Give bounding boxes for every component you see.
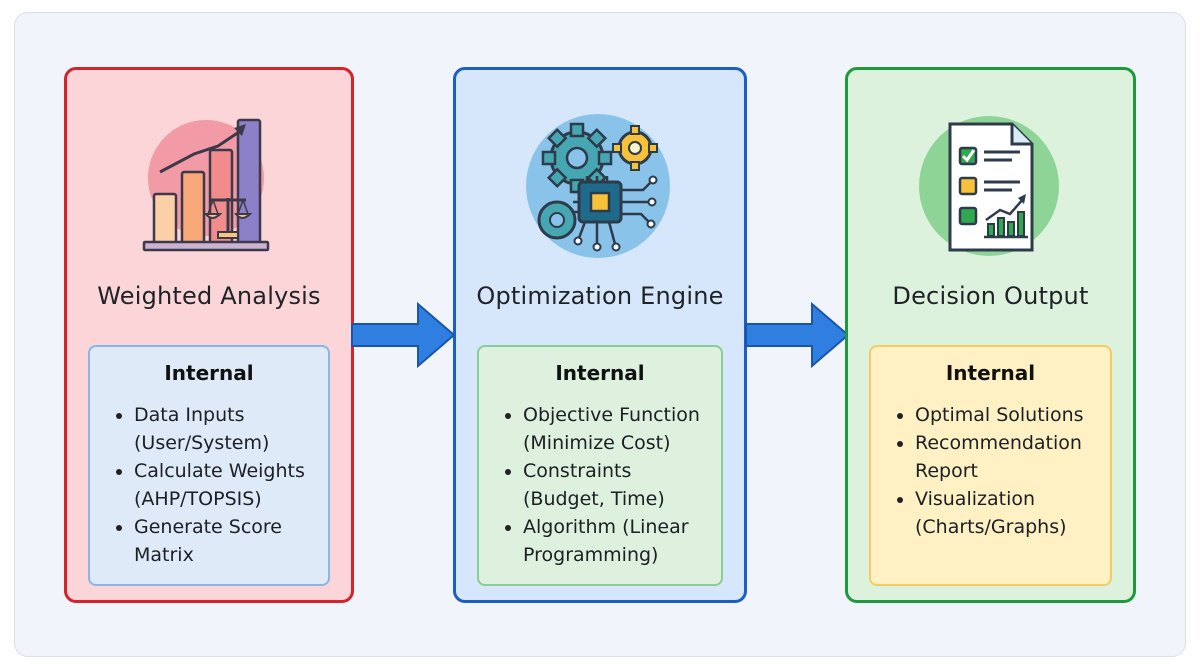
list-item: Data Inputs (User/System)	[114, 401, 310, 457]
gears-and-chip-icon	[525, 110, 675, 260]
arrow-right-icon	[745, 301, 850, 369]
internal-box: Internal Optimal Solutions Recommendatio…	[869, 345, 1112, 586]
decision-output-card: Decision Output Internal Optimal Solutio…	[845, 67, 1136, 603]
internal-box-title: Internal	[555, 361, 645, 385]
internal-box: Internal Data Inputs (User/System) Calcu…	[88, 345, 330, 586]
card-title: Decision Output	[892, 282, 1089, 310]
card-title: Weighted Analysis	[97, 282, 321, 310]
internal-box-title: Internal	[164, 361, 254, 385]
list-item: Generate Score Matrix	[114, 513, 310, 569]
internal-box: Internal Objective Function (Minimize Co…	[477, 345, 723, 586]
list-item: Objective Function (Minimize Cost)	[503, 401, 703, 457]
list-item: Algorithm (Linear Programming)	[503, 513, 703, 569]
card-title: Optimization Engine	[476, 282, 724, 310]
list-item: Constraints (Budget, Time)	[503, 457, 703, 513]
list-item: Recommendation Report	[895, 429, 1092, 485]
optimization-engine-card: Optimization Engine Internal Objective F…	[453, 67, 747, 603]
list-item: Calculate Weights (AHP/TOPSIS)	[114, 457, 310, 513]
weighted-analysis-card: Weighted Analysis Internal Data Inputs (…	[64, 67, 354, 603]
list-item: Visualization (Charts/Graphs)	[895, 485, 1092, 541]
list-item: Optimal Solutions	[895, 401, 1092, 429]
internal-box-title: Internal	[945, 361, 1036, 385]
bar-chart-with-scales-icon	[134, 110, 284, 260]
checklist-report-icon	[916, 110, 1066, 260]
arrow-right-icon	[351, 301, 456, 369]
